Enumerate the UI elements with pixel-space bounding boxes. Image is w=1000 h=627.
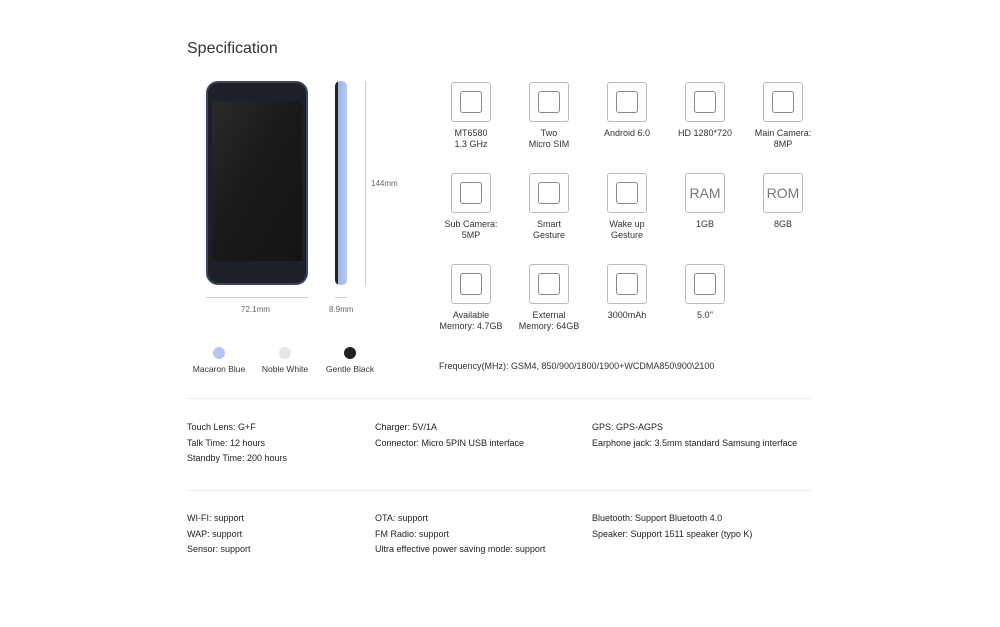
feature-item: Main Camera:8MP (743, 82, 823, 150)
cpu-icon (451, 82, 491, 122)
feature-label: Sub Camera: (444, 219, 498, 229)
spec-item: Earphone jack: 3.5mm standard Samsung in… (592, 437, 798, 448)
color-label: Gentle Black (325, 364, 375, 374)
spec-column: Charger: 5V/1A Connector: Micro 5PIN USB … (375, 420, 524, 451)
spec-item: OTA: support (375, 513, 428, 523)
feature-label: Memory: 64GB (518, 321, 580, 331)
feature-item: 3000mAh (587, 264, 667, 321)
feature-label: 8GB (773, 219, 792, 229)
feature-item: Sub Camera:5MP (431, 173, 511, 241)
battery-icon (607, 264, 647, 304)
feature-label: 1.3 GHz (454, 139, 488, 149)
feature-label: Gesture (610, 230, 643, 240)
feature-label: MT6580 (454, 128, 488, 138)
feature-label: 1GB (695, 219, 714, 229)
feature-label: Android 6.0 (603, 128, 651, 138)
frequency-text: Frequency(MHz): GSM4, 850/900/1800/1900+… (439, 361, 715, 371)
feature-label: 8MP (773, 139, 793, 149)
feature-label: Gesture (532, 230, 565, 240)
feature-label: Wake up (609, 219, 645, 229)
feature-item: HD 1280*720 (665, 82, 745, 139)
camera-icon (763, 82, 803, 122)
width-label: 72.1mm (241, 305, 270, 314)
spec-item: Talk Time: 12 hours (187, 437, 266, 448)
spec-item: Touch Lens: G+F (187, 422, 256, 432)
thickness-label: 8.9mm (329, 305, 354, 314)
sim-card-icon (529, 82, 569, 122)
divider (187, 490, 812, 491)
feature-item: 5.0'' (665, 264, 745, 321)
spec-column: GPS: GPS-AGPS Earphone jack: 3.5mm standa… (592, 420, 797, 451)
rom-icon: ROM (763, 173, 803, 213)
spec-item: Bluetooth: Support Bluetooth 4.0 (592, 513, 723, 523)
screen-size-icon (685, 264, 725, 304)
selfie-face-icon (451, 173, 491, 213)
color-label: Macaron Blue (192, 364, 246, 374)
spec-item: Charger: 5V/1A (375, 422, 438, 432)
phone-front-image (206, 81, 308, 285)
thickness-dimension-line (335, 297, 347, 298)
feature-label: 5MP (461, 230, 481, 240)
color-swatch (279, 347, 291, 359)
spec-item: Standby Time: 200 hours (187, 453, 288, 463)
phone-side-image (335, 81, 347, 285)
feature-label: Memory: 4.7GB (439, 321, 503, 331)
floppy-disk-icon (451, 264, 491, 304)
width-dimension-line (206, 297, 308, 298)
spec-item: FM Radio: support (375, 528, 450, 539)
feature-label: Two (540, 128, 558, 138)
sd-card-icon (529, 264, 569, 304)
feature-item: Android 6.0 (587, 82, 667, 139)
color-swatch (213, 347, 225, 359)
height-dimension-line (365, 81, 366, 285)
android-icon (607, 82, 647, 122)
page-title: Specification (187, 40, 278, 57)
spec-item: WI-FI: support (187, 513, 245, 523)
feature-label: Smart (536, 219, 561, 229)
feature-label: Micro SIM (528, 139, 570, 149)
feature-item: RAM 1GB (665, 173, 745, 230)
feature-label: HD 1280*720 (677, 128, 733, 138)
feature-label: Main Camera: (754, 128, 812, 138)
phone-screen-icon (685, 82, 725, 122)
feature-label: External (532, 310, 566, 320)
spec-item: Connector: Micro 5PIN USB interface (375, 437, 525, 448)
ram-icon: RAM (685, 173, 725, 213)
swipe-gesture-icon (529, 173, 569, 213)
tap-gesture-icon (607, 173, 647, 213)
feature-label: 3000mAh (607, 310, 647, 320)
spec-item: Sensor: support (187, 544, 251, 554)
spec-item: Ultra effective power saving mode: suppo… (375, 544, 546, 554)
color-swatch (344, 347, 356, 359)
divider (187, 398, 812, 399)
height-label: 144mm (371, 179, 398, 188)
spec-item: Speaker: Support 1511 speaker (typo K) (592, 528, 753, 539)
feature-label: 5.0'' (697, 310, 713, 320)
feature-label: Available (452, 310, 490, 320)
spec-item: WAP: support (187, 528, 243, 539)
spec-item: GPS: GPS-AGPS (592, 422, 664, 432)
feature-item: ROM 8GB (743, 173, 823, 230)
color-label: Noble White (261, 364, 309, 374)
